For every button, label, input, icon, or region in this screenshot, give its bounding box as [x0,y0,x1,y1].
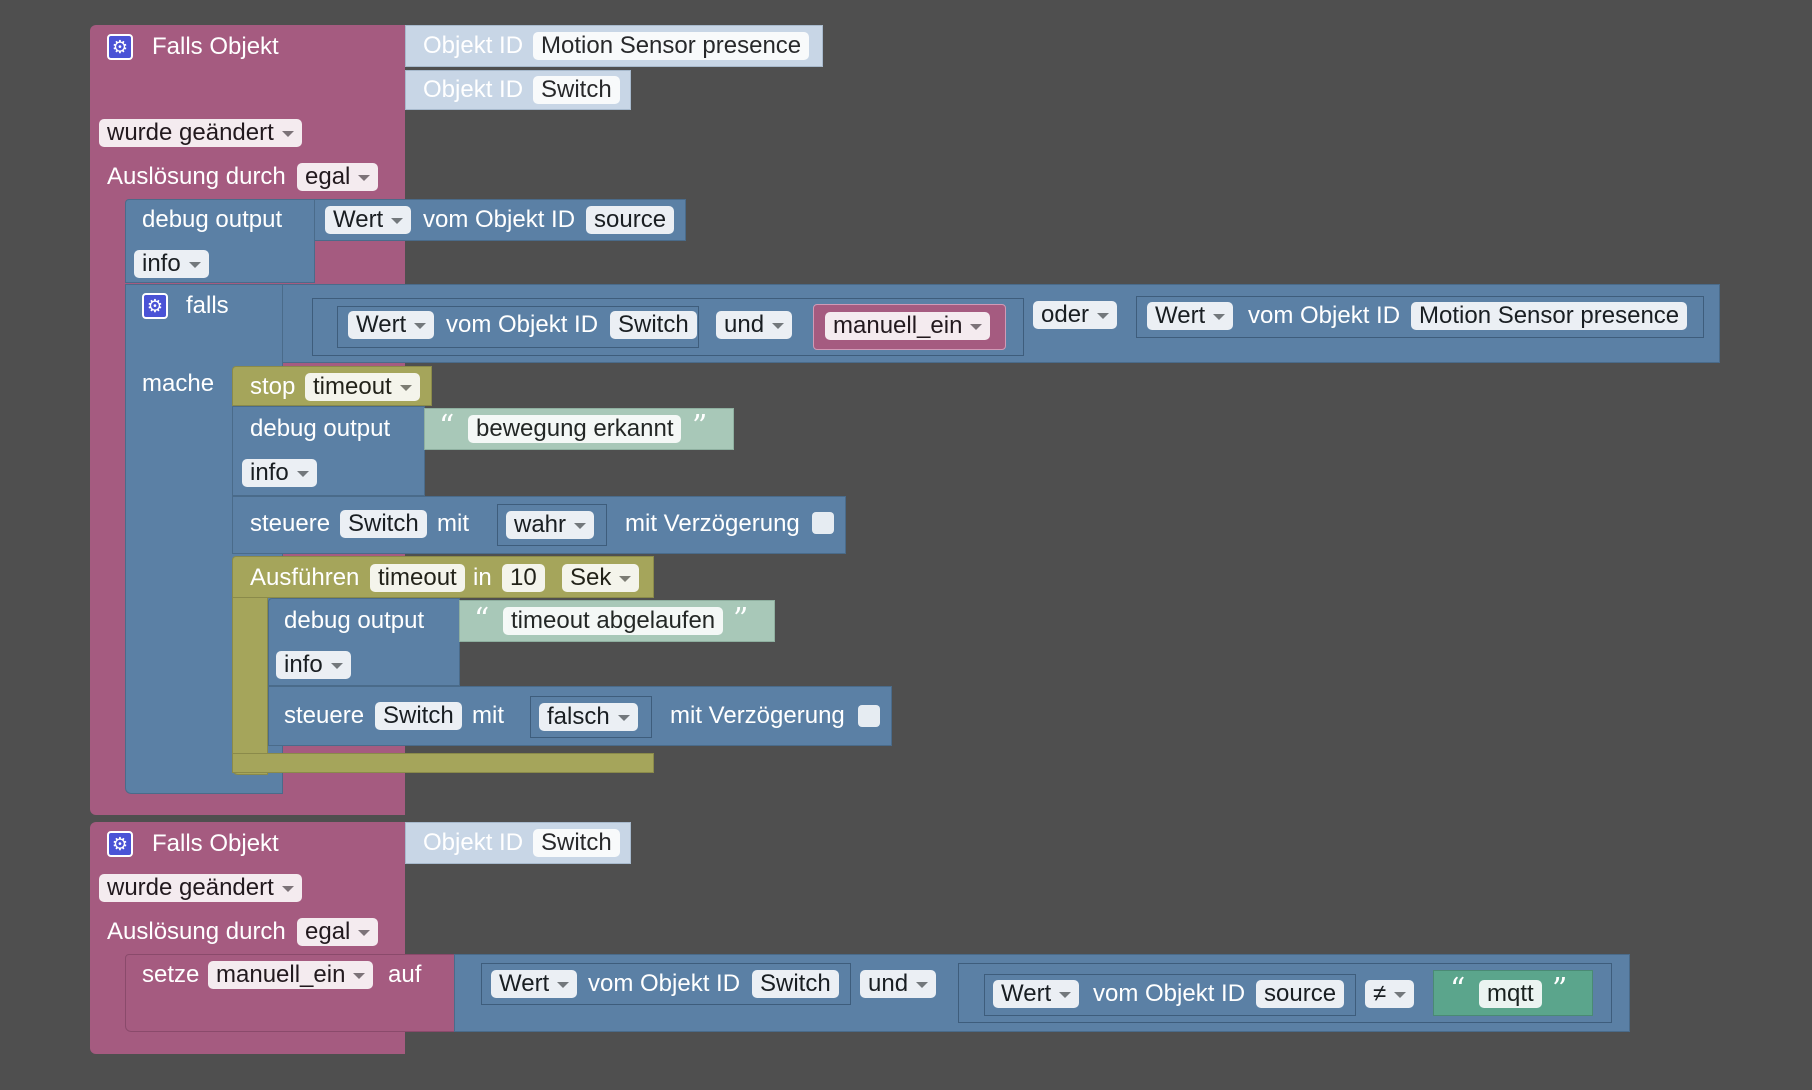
object-field[interactable]: Switch [340,510,427,538]
object-field[interactable]: Motion Sensor presence [1411,302,1688,330]
debug-label: debug output [284,607,425,634]
do-label: mache [142,370,215,397]
run-timer-bottom [232,753,654,773]
logic-operator-dropdown[interactable]: und [716,311,793,339]
with-label: mit [472,702,504,729]
variable-dropdown[interactable]: manuell_ein [825,312,991,340]
object-field[interactable]: Switch [375,702,462,730]
close-quote-icon: ” [692,409,708,444]
log-level-dropdown[interactable]: info [134,250,209,278]
logic-operator-dropdown[interactable]: oder [1033,301,1118,329]
in-label: in [473,564,492,591]
timer-name-field[interactable]: timeout [370,564,465,592]
logic-operator-dropdown[interactable]: und [860,970,937,998]
value-dropdown[interactable]: Wert [325,206,412,234]
object-field[interactable]: source [586,206,675,234]
delay-amount-field[interactable]: 10 [502,564,545,592]
boolean-dropdown[interactable]: falsch [539,703,638,731]
value-dropdown[interactable]: Wert [1147,302,1234,330]
gear-icon[interactable]: ⚙ [107,34,133,60]
set-variable-block[interactable] [125,954,455,1032]
condition-dropdown[interactable]: wurde geändert [99,874,302,902]
time-unit-dropdown[interactable]: Sek [562,564,640,592]
value-dropdown[interactable]: Wert [491,970,578,998]
delay-label: mit Verzögerung [625,510,800,537]
debug-label: debug output [142,206,283,233]
object-id-label: Objekt ID [423,32,524,59]
object-id-label: Objekt ID [423,829,524,856]
object-field[interactable]: source [1256,980,1345,1008]
from-object-label: vom Objekt ID [1248,302,1401,329]
object-id-field[interactable]: Switch [533,76,620,104]
if-label: falls [186,292,229,319]
object-id-label: Objekt ID [423,76,524,103]
open-quote-icon: “ [474,602,490,637]
open-quote-icon: “ [1450,972,1466,1007]
value-dropdown[interactable]: Wert [993,980,1080,1008]
trigger-dropdown[interactable]: egal [297,163,379,191]
gear-icon[interactable]: ⚙ [107,831,133,857]
run-timer-body [232,597,268,775]
trigger-label: Auslösung durch [107,163,286,190]
log-level-dropdown[interactable]: info [276,651,351,679]
value-dropdown[interactable]: Wert [348,311,435,339]
from-object-label: vom Objekt ID [423,206,576,233]
to-label: auf [388,961,422,988]
debug-label: debug output [250,415,391,442]
condition-dropdown[interactable]: wurde geändert [99,119,302,147]
boolean-dropdown[interactable]: wahr [506,511,595,539]
with-label: mit [437,510,469,537]
trigger-title: Falls Objekt [152,830,279,857]
run-label: Ausführen [250,564,360,591]
debug-output-block[interactable] [125,199,315,283]
set-label: setze [142,961,200,988]
text-field[interactable]: mqtt [1479,980,1542,1008]
delay-checkbox[interactable] [812,512,834,534]
gear-icon[interactable]: ⚙ [142,293,168,319]
control-label: steuere [284,702,365,729]
object-id-field[interactable]: Switch [533,829,620,857]
from-object-label: vom Objekt ID [1093,980,1246,1007]
delay-checkbox[interactable] [858,705,880,727]
variable-dropdown[interactable]: manuell_ein [208,961,374,989]
timer-dropdown[interactable]: timeout [305,373,420,401]
trigger-dropdown[interactable]: egal [297,918,379,946]
log-level-dropdown[interactable]: info [242,459,317,487]
trigger-1-bottom [90,790,405,808]
object-field[interactable]: Switch [610,311,697,339]
object-id-field[interactable]: Motion Sensor presence [533,32,810,60]
text-field[interactable]: timeout abgelaufen [503,607,724,635]
compare-operator-dropdown[interactable]: ≠ [1365,980,1415,1008]
from-object-label: vom Objekt ID [446,311,599,338]
open-quote-icon: “ [439,409,455,444]
close-quote-icon: ” [733,602,749,637]
text-field[interactable]: bewegung erkannt [468,415,682,443]
trigger-label: Auslösung durch [107,918,286,945]
control-label: steuere [250,510,331,537]
close-quote-icon: ” [1552,972,1568,1007]
object-field[interactable]: Switch [752,970,839,998]
delay-label: mit Verzögerung [670,702,845,729]
trigger-title: Falls Objekt [152,33,279,60]
from-object-label: vom Objekt ID [588,970,741,997]
stop-label: stop [250,373,296,400]
